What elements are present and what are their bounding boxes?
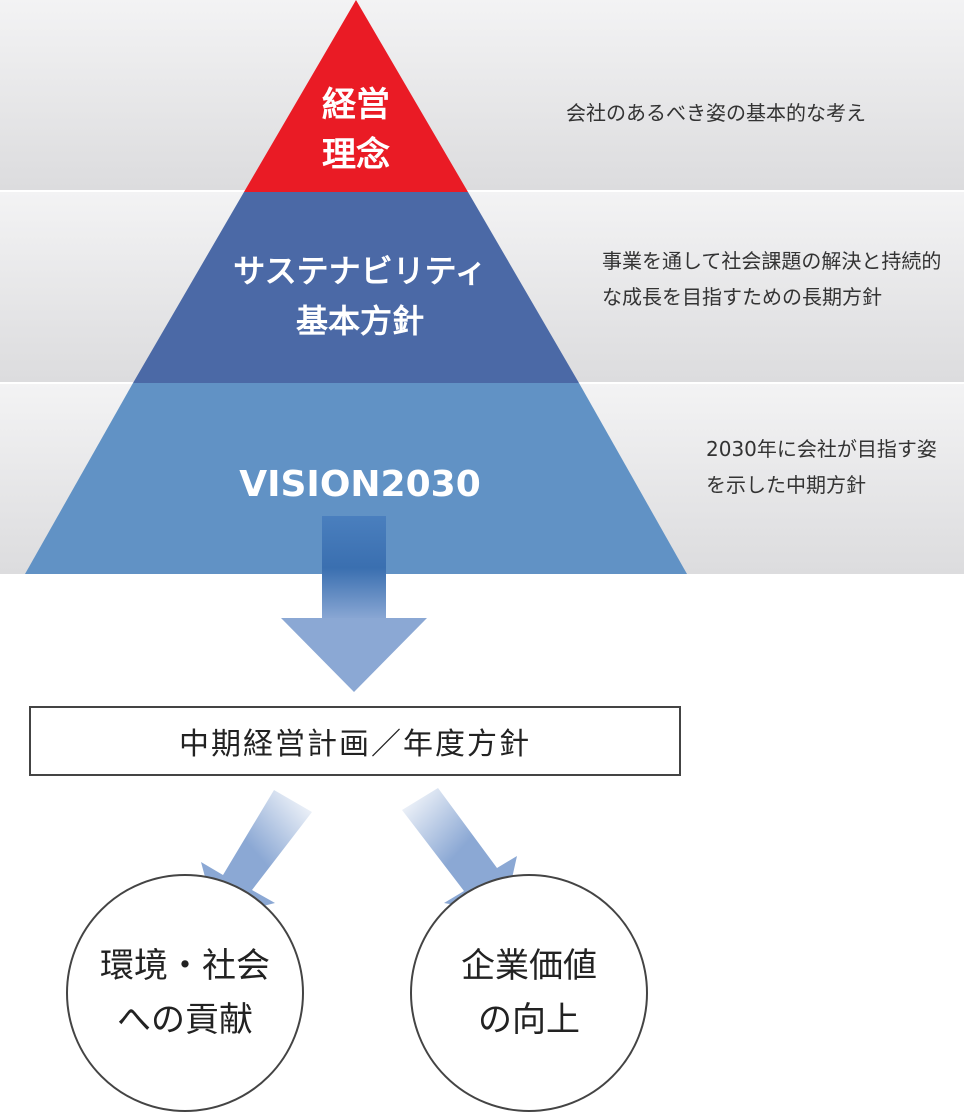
pyramid-tier-1 (244, 0, 468, 192)
outcome-circle-environment-society: 環境・社会 への貢献 (66, 874, 304, 1112)
tier-label-management-philosophy: 経営 理念 (322, 85, 390, 175)
description-vision2030: 2030年に会社が目指す姿を示した中期方針 (706, 437, 937, 497)
outcome-label: 環境・社会 への貢献 (100, 946, 270, 1040)
mid-term-plan-label: 中期経営計画／年度方針 (179, 727, 531, 762)
tier-label-vision2030: VISION2030 (239, 464, 481, 505)
mid-term-plan-box: 中期経営計画／年度方針 (29, 706, 681, 776)
down-arrow-icon (281, 516, 427, 692)
pyramid-tier-3 (25, 383, 687, 574)
outcome-label: 企業価値 の向上 (461, 946, 597, 1040)
description-sustainability-policy: 事業を通して社会課題の解決と持続的な成長を目指すための長期方針 (602, 249, 942, 309)
tier-label-sustainability-policy: サステナビリティ 基本方針 (233, 252, 487, 340)
description-management-philosophy: 会社のあるべき姿の基本的な考え (566, 101, 866, 125)
pyramid-tier-2 (133, 192, 579, 383)
tier-band-1 (0, 0, 964, 190)
outcome-circle-corporate-value: 企業価値 の向上 (410, 874, 648, 1112)
